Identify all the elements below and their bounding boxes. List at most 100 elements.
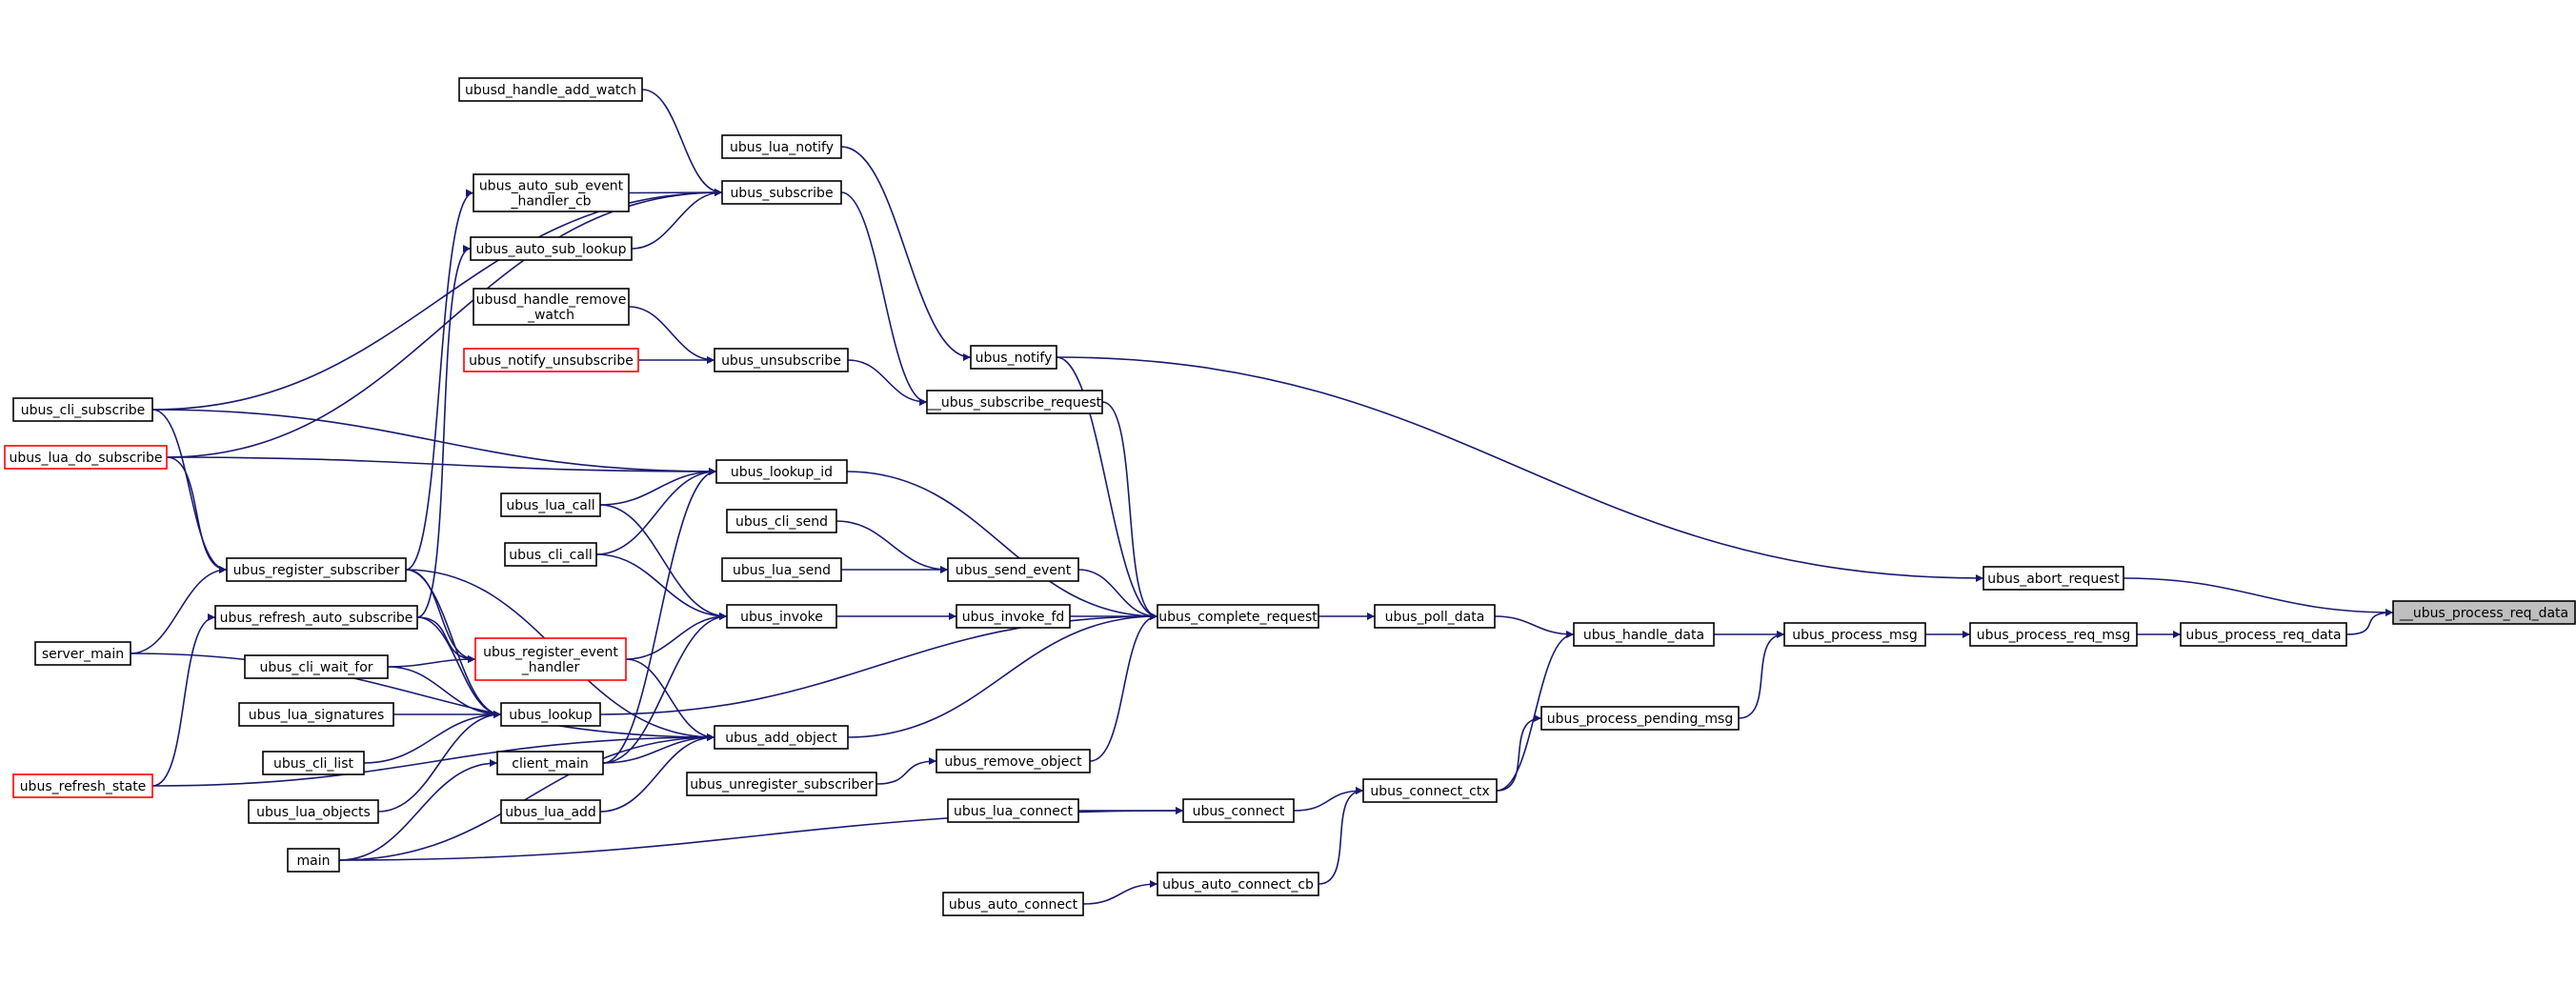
node-add-object[interactable]: ubus_add_object bbox=[714, 725, 849, 750]
node-box bbox=[721, 557, 842, 582]
node-box bbox=[504, 542, 597, 567]
node-auto-sub-lookup[interactable]: ubus_auto_sub_lookup bbox=[470, 236, 633, 261]
node-lookup-id[interactable]: ubus_lookup_id bbox=[715, 459, 848, 484]
node-cli-call[interactable]: ubus_cli_call bbox=[504, 542, 597, 567]
edge-notify-to-abort_request bbox=[1056, 356, 1984, 582]
node-process-req-data-root[interactable]: __ubus_process_req_data bbox=[2392, 600, 2576, 625]
node-box bbox=[726, 604, 837, 629]
edge-lookup_id-to-complete_request bbox=[846, 471, 1158, 620]
node-process-req-data[interactable]: ubus_process_req_data bbox=[2180, 622, 2347, 647]
node-process-req-msg[interactable]: ubus_process_req_msg bbox=[1969, 622, 2138, 647]
node-label: ubus_abort_request bbox=[1987, 572, 2120, 587]
node-lua-signatures[interactable]: ubus_lua_signatures bbox=[238, 702, 394, 727]
edge-connect-to-connect_ctx bbox=[1293, 787, 1364, 812]
node-lua-connect[interactable]: ubus_lua_connect bbox=[947, 798, 1079, 823]
edge-cli_send-to-send_event bbox=[835, 520, 949, 573]
node-box bbox=[248, 799, 379, 824]
node-label: ubus_poll_data bbox=[1385, 610, 1485, 625]
node-process-msg[interactable]: ubus_process_msg bbox=[1783, 622, 1926, 647]
node-lua-do-subscribe[interactable]: ubus_lua_do_subscribe bbox=[4, 445, 168, 470]
edge-connect_ctx-to-process_pending_msg bbox=[1496, 714, 1542, 792]
edge-server_main-to-add_object bbox=[130, 653, 715, 741]
node-poll-data[interactable]: ubus_poll_data bbox=[1374, 604, 1496, 629]
edge-poll_data-to-handle_data bbox=[1494, 615, 1575, 638]
node-box bbox=[500, 702, 601, 727]
node-send-event[interactable]: ubus_send_event bbox=[947, 557, 1079, 582]
node-box bbox=[238, 702, 394, 727]
edge-client_main-to-lookup_id bbox=[602, 468, 717, 764]
node-process-pending-msg[interactable]: ubus_process_pending_msg bbox=[1540, 706, 1740, 731]
node-cli-subscribe[interactable]: ubus_cli_subscribe bbox=[12, 397, 153, 422]
node-auto-connect-cb[interactable]: ubus_auto_connect_cb bbox=[1157, 872, 1319, 896]
node-label: ubus_refresh_auto_subscribe bbox=[220, 611, 413, 626]
node-label: ubus_process_pending_msg bbox=[1547, 712, 1733, 727]
node-box bbox=[1182, 798, 1295, 823]
edge-cli_subscribe-to-register_subscriber bbox=[151, 409, 228, 573]
edge-lua_do_subscribe-to-register_subscriber bbox=[166, 456, 228, 573]
node-box bbox=[473, 288, 630, 326]
node-label: main bbox=[297, 853, 331, 869]
edge-lua_objects-to-lookup bbox=[377, 711, 502, 813]
node-label: ubus_send_event bbox=[956, 563, 1072, 578]
node-subscribe[interactable]: ubus_subscribe bbox=[721, 180, 842, 205]
node-label: ubus_subscribe bbox=[730, 186, 833, 201]
edge-cli_list-to-lookup bbox=[363, 711, 502, 764]
node-unsubscribe[interactable]: ubus_unsubscribe bbox=[714, 348, 849, 372]
node-unregister-subscriber[interactable]: ubus_unregister_subscriber bbox=[686, 772, 877, 796]
node-invoke[interactable]: ubus_invoke bbox=[726, 604, 837, 629]
node-complete-request[interactable]: ubus_complete_request bbox=[1157, 604, 1319, 629]
node-box bbox=[214, 605, 418, 630]
node-auto-connect[interactable]: ubus_auto_connect bbox=[942, 892, 1084, 916]
node-box bbox=[714, 725, 849, 750]
node-main[interactable]: main bbox=[287, 848, 340, 873]
node-notify-unsubscribe[interactable]: ubus_notify_unsubscribe bbox=[463, 348, 639, 372]
node-subscribe-request[interactable]: __ubus_subscribe_request bbox=[926, 390, 1103, 414]
node-server-main[interactable]: server_main bbox=[34, 641, 131, 666]
node-label: ubus_register_subscriber bbox=[233, 563, 400, 578]
node-register-subscriber[interactable]: ubus_register_subscriber bbox=[226, 557, 407, 582]
edge-unsubscribe-to-subscribe_request bbox=[847, 359, 928, 406]
edge-subscribe_request-to-complete_request bbox=[1101, 401, 1158, 620]
node-label: ubus_unsubscribe bbox=[721, 353, 841, 369]
node-lua-call[interactable]: ubus_lua_call bbox=[500, 492, 601, 517]
node-label: ubus_remove_object bbox=[944, 754, 1082, 770]
node-lua-add[interactable]: ubus_lua_add bbox=[500, 799, 601, 824]
node-label: ubus_cli_list bbox=[273, 756, 353, 772]
node-label: ubus_handle_data bbox=[1583, 628, 1704, 643]
node-ubusd-add-watch[interactable]: ubusd_handle_add_watch bbox=[458, 77, 643, 102]
edge-ubusd_add_watch-to-subscribe bbox=[641, 89, 723, 196]
node-client-main[interactable]: client_main bbox=[496, 751, 604, 775]
node-box bbox=[926, 390, 1103, 414]
node-invoke-fd[interactable]: ubus_invoke_fd bbox=[956, 604, 1071, 629]
node-connect-ctx[interactable]: ubus_connect_ctx bbox=[1362, 778, 1498, 803]
node-lookup[interactable]: ubus_lookup bbox=[500, 702, 601, 727]
node-cli-wait-for[interactable]: ubus_cli_wait_for bbox=[244, 654, 389, 679]
node-abort-request[interactable]: ubus_abort_request bbox=[1982, 566, 2124, 591]
node-cli-list[interactable]: ubus_cli_list bbox=[262, 751, 365, 775]
node-label: server_main bbox=[42, 647, 124, 662]
node-register-event-handler[interactable]: ubus_register_event_handler bbox=[474, 637, 627, 681]
node-handle-data[interactable]: ubus_handle_data bbox=[1573, 622, 1715, 647]
node-auto-sub-event-handler-cb[interactable]: ubus_auto_sub_event_handler_cb bbox=[473, 173, 630, 212]
node-lua-objects[interactable]: ubus_lua_objects bbox=[248, 799, 379, 824]
node-label: ubus_process_req_msg bbox=[1977, 628, 2131, 643]
node-remove-object[interactable]: ubus_remove_object bbox=[936, 749, 1091, 773]
node-refresh-auto-subscribe[interactable]: ubus_refresh_auto_subscribe bbox=[214, 605, 418, 630]
node-connect[interactable]: ubus_connect bbox=[1182, 798, 1295, 823]
node-cli-send[interactable]: ubus_cli_send bbox=[726, 509, 837, 533]
node-box bbox=[936, 749, 1091, 773]
node-lua-notify[interactable]: ubus_lua_notify bbox=[721, 134, 842, 159]
node-label: ubus_process_msg bbox=[1792, 628, 1918, 643]
node-label: ubus_cli_call bbox=[509, 548, 592, 563]
node-label: ubus_process_req_data bbox=[2185, 628, 2341, 643]
node-refresh-state[interactable]: ubus_refresh_state bbox=[12, 773, 153, 798]
edge-cli_subscribe-to-subscribe bbox=[151, 189, 723, 411]
edge-subscribe-to-subscribe_request bbox=[840, 191, 928, 406]
node-label: ubus_complete_request bbox=[1158, 610, 1318, 625]
node-box bbox=[726, 509, 837, 533]
node-ubusd-remove-watch[interactable]: ubusd_handle_remove_watch bbox=[473, 288, 630, 326]
node-label: ubus_auto_connect_cb bbox=[1162, 877, 1314, 893]
node-notify[interactable]: ubus_notify bbox=[970, 345, 1057, 370]
node-lua-send[interactable]: ubus_lua_send bbox=[721, 557, 842, 582]
